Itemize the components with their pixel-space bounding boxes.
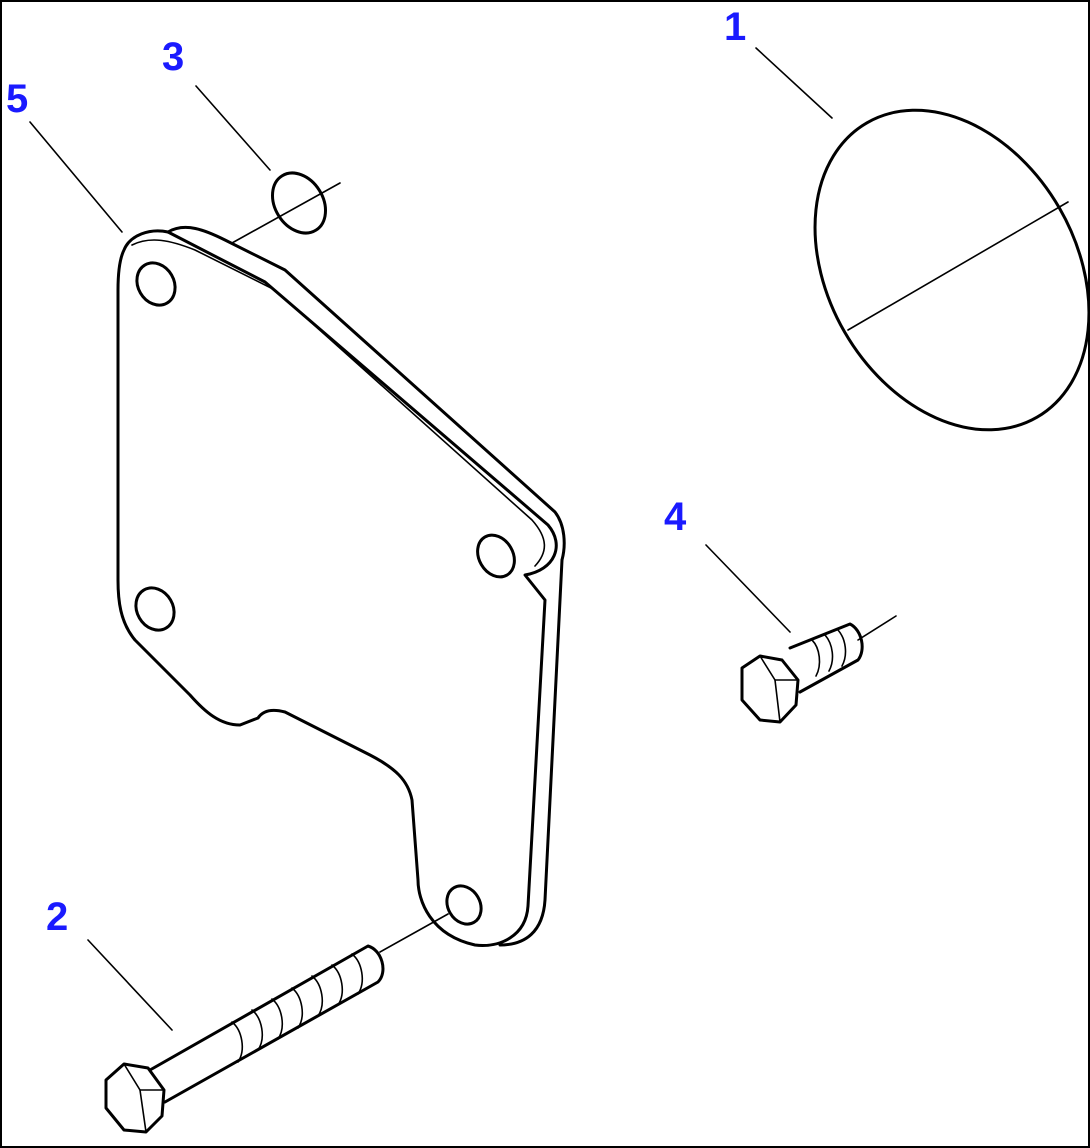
- part-o-ring-large[interactable]: [760, 61, 1090, 479]
- short-bolt-shank: [788, 622, 864, 694]
- long-bolt-thread-4: [291, 987, 304, 1029]
- small-o-ring-axis-line: [231, 182, 341, 244]
- callout-4[interactable]: 4: [664, 495, 687, 539]
- cover-plate-right-edge: [498, 558, 564, 947]
- cover-plate-hole-bottom: [445, 884, 483, 926]
- leader-lines: [29, 47, 833, 1031]
- cover-plate-hole-bottom-left: [134, 586, 176, 632]
- long-bolt-thread-1: [231, 1021, 244, 1063]
- long-bolt-thread-6: [331, 964, 344, 1006]
- callout-labels: 1 2 3 4 5: [6, 5, 746, 939]
- part-short-bolt[interactable]: [740, 615, 897, 724]
- callout-5[interactable]: 5: [6, 77, 28, 121]
- part-small-o-ring[interactable]: [231, 163, 341, 244]
- cover-plate-top-edge: [166, 226, 566, 562]
- cover-plate-hole-right: [476, 533, 516, 579]
- leader-line-3: [195, 85, 271, 171]
- short-bolt-thread-2: [824, 634, 834, 672]
- leader-line-5: [29, 121, 123, 233]
- short-bolt-axis-line: [857, 615, 897, 641]
- o-ring-large-shape: [813, 108, 1090, 432]
- small-o-ring-shape: [271, 171, 327, 235]
- leader-line-2: [87, 939, 173, 1031]
- long-bolt-axis-line: [379, 913, 449, 953]
- leader-line-4: [705, 544, 791, 633]
- callout-3[interactable]: 3: [162, 35, 184, 79]
- part-long-bolt[interactable]: [104, 913, 449, 1134]
- leader-line-1: [755, 47, 833, 119]
- cover-plate-bevel: [131, 239, 546, 567]
- short-bolt-thread-3: [837, 629, 847, 667]
- callout-2[interactable]: 2: [46, 895, 68, 939]
- part-cover-plate[interactable]: [116, 226, 566, 947]
- long-bolt-shank: [148, 944, 385, 1104]
- long-bolt-head: [104, 1062, 166, 1134]
- long-bolt-thread-7: [351, 953, 364, 995]
- short-bolt-thread-1: [811, 639, 821, 677]
- o-ring-large-axis-line: [847, 201, 1069, 331]
- cover-plate-hole-top-left: [135, 261, 177, 307]
- callout-1[interactable]: 1: [724, 5, 746, 49]
- short-bolt-head: [740, 654, 800, 724]
- long-bolt-thread-3: [271, 998, 284, 1040]
- cover-plate-face: [116, 229, 558, 947]
- long-bolt-thread-5: [311, 975, 324, 1017]
- long-bolt-thread-2: [251, 1009, 264, 1051]
